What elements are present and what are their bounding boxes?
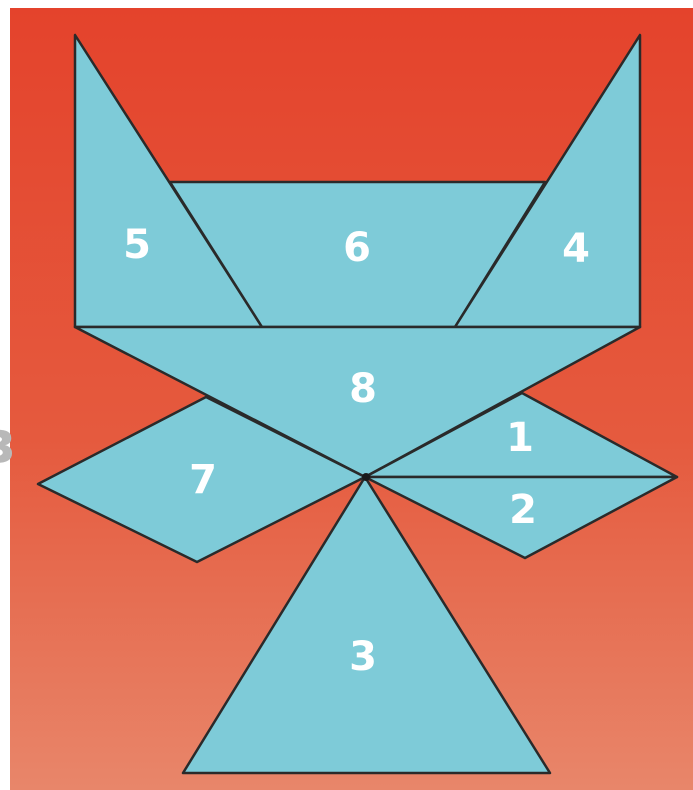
piece-8-label: 8	[349, 366, 377, 412]
piece-4-label: 4	[562, 226, 590, 272]
piece-2-label: 2	[509, 487, 537, 533]
piece-5-label: 5	[123, 222, 151, 268]
piece-1-label: 1	[506, 415, 534, 461]
center-point	[362, 473, 370, 481]
piece-6-label: 6	[343, 225, 371, 271]
edge-text-fragment: з	[0, 408, 16, 476]
piece-3-label: 3	[349, 634, 377, 680]
piece-7-label: 7	[189, 457, 217, 503]
